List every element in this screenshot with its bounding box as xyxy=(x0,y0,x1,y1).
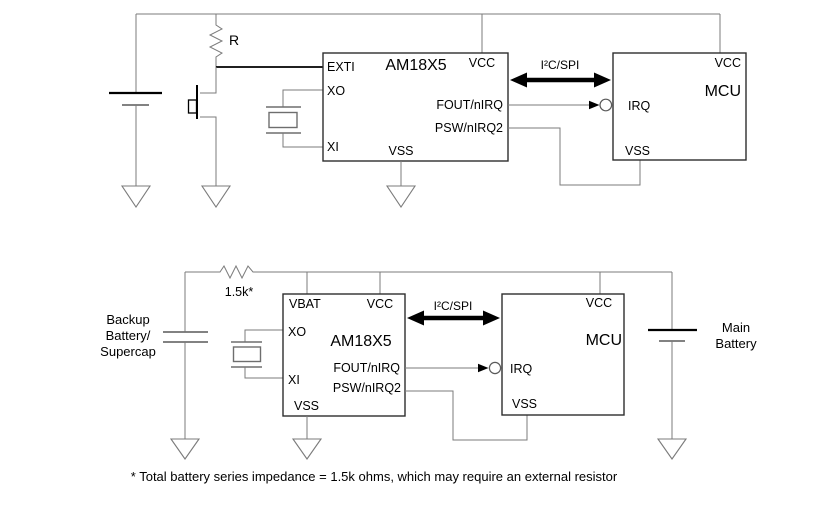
xo-wire xyxy=(282,89,323,107)
rtc-chip-title: AM18X5 xyxy=(330,333,391,350)
rtc-chip-title: AM18X5 xyxy=(385,57,446,74)
pin-label-exti: EXTI xyxy=(327,60,355,74)
ground-symbol xyxy=(656,438,688,460)
pin-label-vbat: VBAT xyxy=(289,297,321,311)
pin-label-vcc: VCC xyxy=(469,56,495,70)
pin-label-xo: XO xyxy=(327,84,345,98)
switch-top-lead xyxy=(200,67,217,94)
mcu-chip-box xyxy=(501,293,625,416)
pushbutton-actuator xyxy=(187,99,198,114)
pin-label-psw: PSW/nIRQ2 xyxy=(435,121,503,135)
mcu-pin-label-vcc: VCC xyxy=(586,296,612,310)
backup-label-line3: Supercap xyxy=(100,344,156,359)
bus-arrowhead-right xyxy=(594,72,611,88)
bus-arrowhead-left xyxy=(407,310,424,326)
vcc-rail-wire xyxy=(185,264,672,280)
ground-symbol xyxy=(200,185,232,208)
ground-symbol xyxy=(120,185,152,208)
resistor-label: R xyxy=(229,32,239,48)
ground-symbol xyxy=(291,438,323,460)
pin-label-xi: XI xyxy=(327,140,339,154)
rtc-chip-box xyxy=(282,293,406,417)
main-battery-label-line2: Battery xyxy=(715,336,757,351)
mcu-pin-label-vss: VSS xyxy=(512,397,537,411)
mcu-pin-label-vcc: VCC xyxy=(715,56,741,70)
xi-wire xyxy=(282,133,323,148)
top-circuit: R EXTI AM18X5 VCC XO XI FOUT/nIRQ PSW/nI… xyxy=(109,13,747,208)
ground-symbol xyxy=(169,438,201,460)
ground-symbol xyxy=(385,185,417,208)
backup-label-line1: Backup xyxy=(106,312,149,327)
pin-label-xo: XO xyxy=(288,325,306,339)
xo-wire xyxy=(244,329,283,342)
bus-label: I²C/SPI xyxy=(434,299,473,313)
mcu-pin-label-irq: IRQ xyxy=(510,362,533,376)
irq-inverter-bubble xyxy=(599,98,613,112)
mcu-chip-box xyxy=(612,52,747,161)
pin-label-vss: VSS xyxy=(388,144,413,158)
footnote: * Total battery series impedance = 1.5k … xyxy=(131,469,618,484)
pin-label-psw: PSW/nIRQ2 xyxy=(333,381,401,395)
mcu-pin-label-vss: VSS xyxy=(625,144,650,158)
crystal-symbol xyxy=(232,346,262,363)
mcu-chip-title: MCU xyxy=(705,83,741,100)
resistor-symbol xyxy=(208,14,224,67)
irq-arrowhead xyxy=(589,100,600,110)
resistor-label: 1.5k* xyxy=(225,285,254,299)
pin-label-fout: FOUT/nIRQ xyxy=(436,98,503,112)
psw-vss-wire xyxy=(405,390,528,441)
bus-arrowhead-left xyxy=(510,72,527,88)
switch-gnd-lead xyxy=(200,116,217,186)
irq-inverter-bubble xyxy=(488,361,502,375)
pin-label-xi: XI xyxy=(288,373,300,387)
mcu-chip-title: MCU xyxy=(586,332,622,349)
rtc-chip-box xyxy=(322,52,509,162)
crystal-symbol xyxy=(268,111,298,129)
pin-label-vss: VSS xyxy=(294,399,319,413)
irq-arrowhead xyxy=(478,363,489,373)
xi-wire xyxy=(244,367,283,379)
psw-vss-wire xyxy=(508,127,641,186)
pin-label-fout: FOUT/nIRQ xyxy=(333,361,400,375)
main-battery-label-line1: Main xyxy=(722,320,750,335)
pin-label-vcc: VCC xyxy=(367,297,393,311)
bottom-circuit: 1.5k* Backup Battery/ Supercap VBAT VCC … xyxy=(100,264,757,460)
mcu-pin-label-irq: IRQ xyxy=(628,99,651,113)
backup-label-line2: Battery/ xyxy=(106,328,151,343)
bus-label: I²C/SPI xyxy=(541,58,580,72)
bus-arrowhead-right xyxy=(483,310,500,326)
